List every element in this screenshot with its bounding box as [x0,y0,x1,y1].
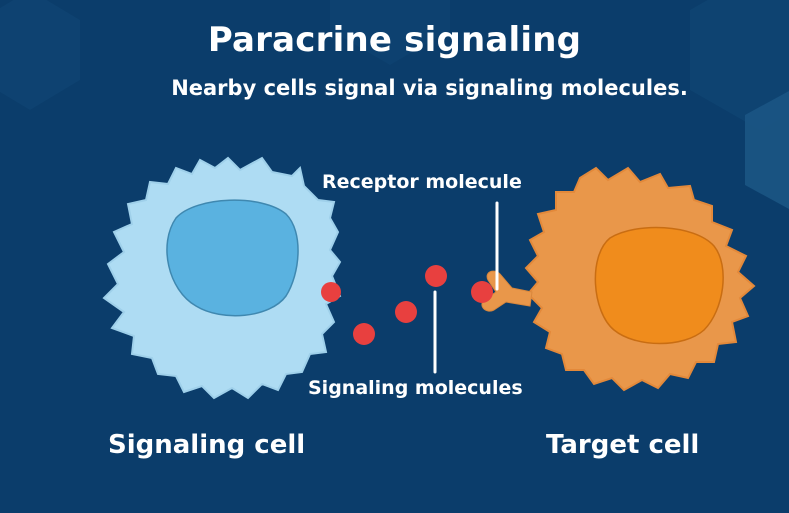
signaling-molecule [321,282,341,302]
signaling-cell-label: Signaling cell [108,430,306,460]
signaling-molecule [353,323,375,345]
signaling-molecule [471,281,493,303]
page-subtitle: Nearby cells signal via signaling molecu… [171,76,688,100]
signaling-molecules-label: Signaling molecules [308,377,523,399]
signaling-molecule [395,301,417,323]
signaling-molecule [425,265,447,287]
signaling-molecules [321,265,493,345]
signaling-cell-nucleus [166,199,299,317]
background-hexagons [0,0,789,209]
target-cell-label: Target cell [546,430,700,460]
page-title: Paracrine signaling [207,20,582,60]
receptor-molecule-label: Receptor molecule [322,171,522,193]
target-cell-nucleus [594,226,724,345]
